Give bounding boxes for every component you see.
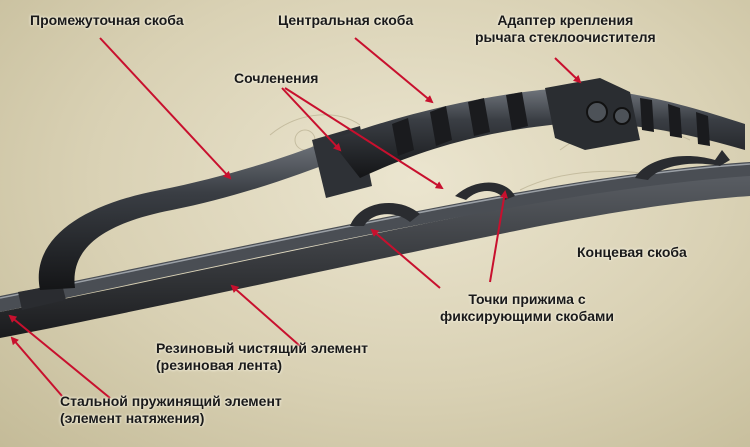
rail-highlight: [0, 163, 750, 299]
label-joints: Сочленения: [234, 70, 319, 86]
label-pressure-points: Точки прижима с фиксирующими скобами: [440, 291, 615, 324]
label-intermediate-bracket: Промежуточная скоба: [30, 12, 184, 28]
rubber-strip-shape: [0, 174, 750, 338]
label-adapter: Адаптер крепления рычага стеклоочистител…: [475, 12, 656, 45]
steel-rail-shape: [0, 162, 750, 312]
label-central-bracket: Центральная скоба: [278, 12, 414, 28]
leader-central: [354, 37, 434, 104]
adapter-pin: [586, 101, 608, 123]
leader-joint-2: [284, 87, 444, 190]
leader-adapter: [554, 57, 582, 84]
leader-steel: [10, 336, 63, 397]
leader-rubber: [230, 284, 301, 347]
middle-claw: [350, 202, 420, 226]
end-bracket-shape: [635, 150, 730, 180]
label-end-bracket: Концевая скоба: [577, 244, 687, 260]
leader-pressure-1: [370, 228, 441, 289]
right-claw: [455, 182, 515, 200]
leader-pressure-2: [489, 190, 508, 283]
leader-steel-2: [8, 314, 111, 399]
intermediate-bracket-shape: [38, 140, 343, 290]
label-rubber-element: Резиновый чистящий элемент (резиновая ле…: [156, 340, 369, 373]
left-end-claw: [18, 284, 66, 310]
central-bracket-ribs: [392, 92, 710, 156]
leader-intermediate: [99, 37, 232, 180]
adapter-pin: [613, 107, 631, 125]
leader-lines: [8, 37, 582, 399]
label-steel-element: Стальной пружинящий элемент (элемент нат…: [60, 393, 282, 426]
leader-joint-1: [281, 87, 342, 152]
